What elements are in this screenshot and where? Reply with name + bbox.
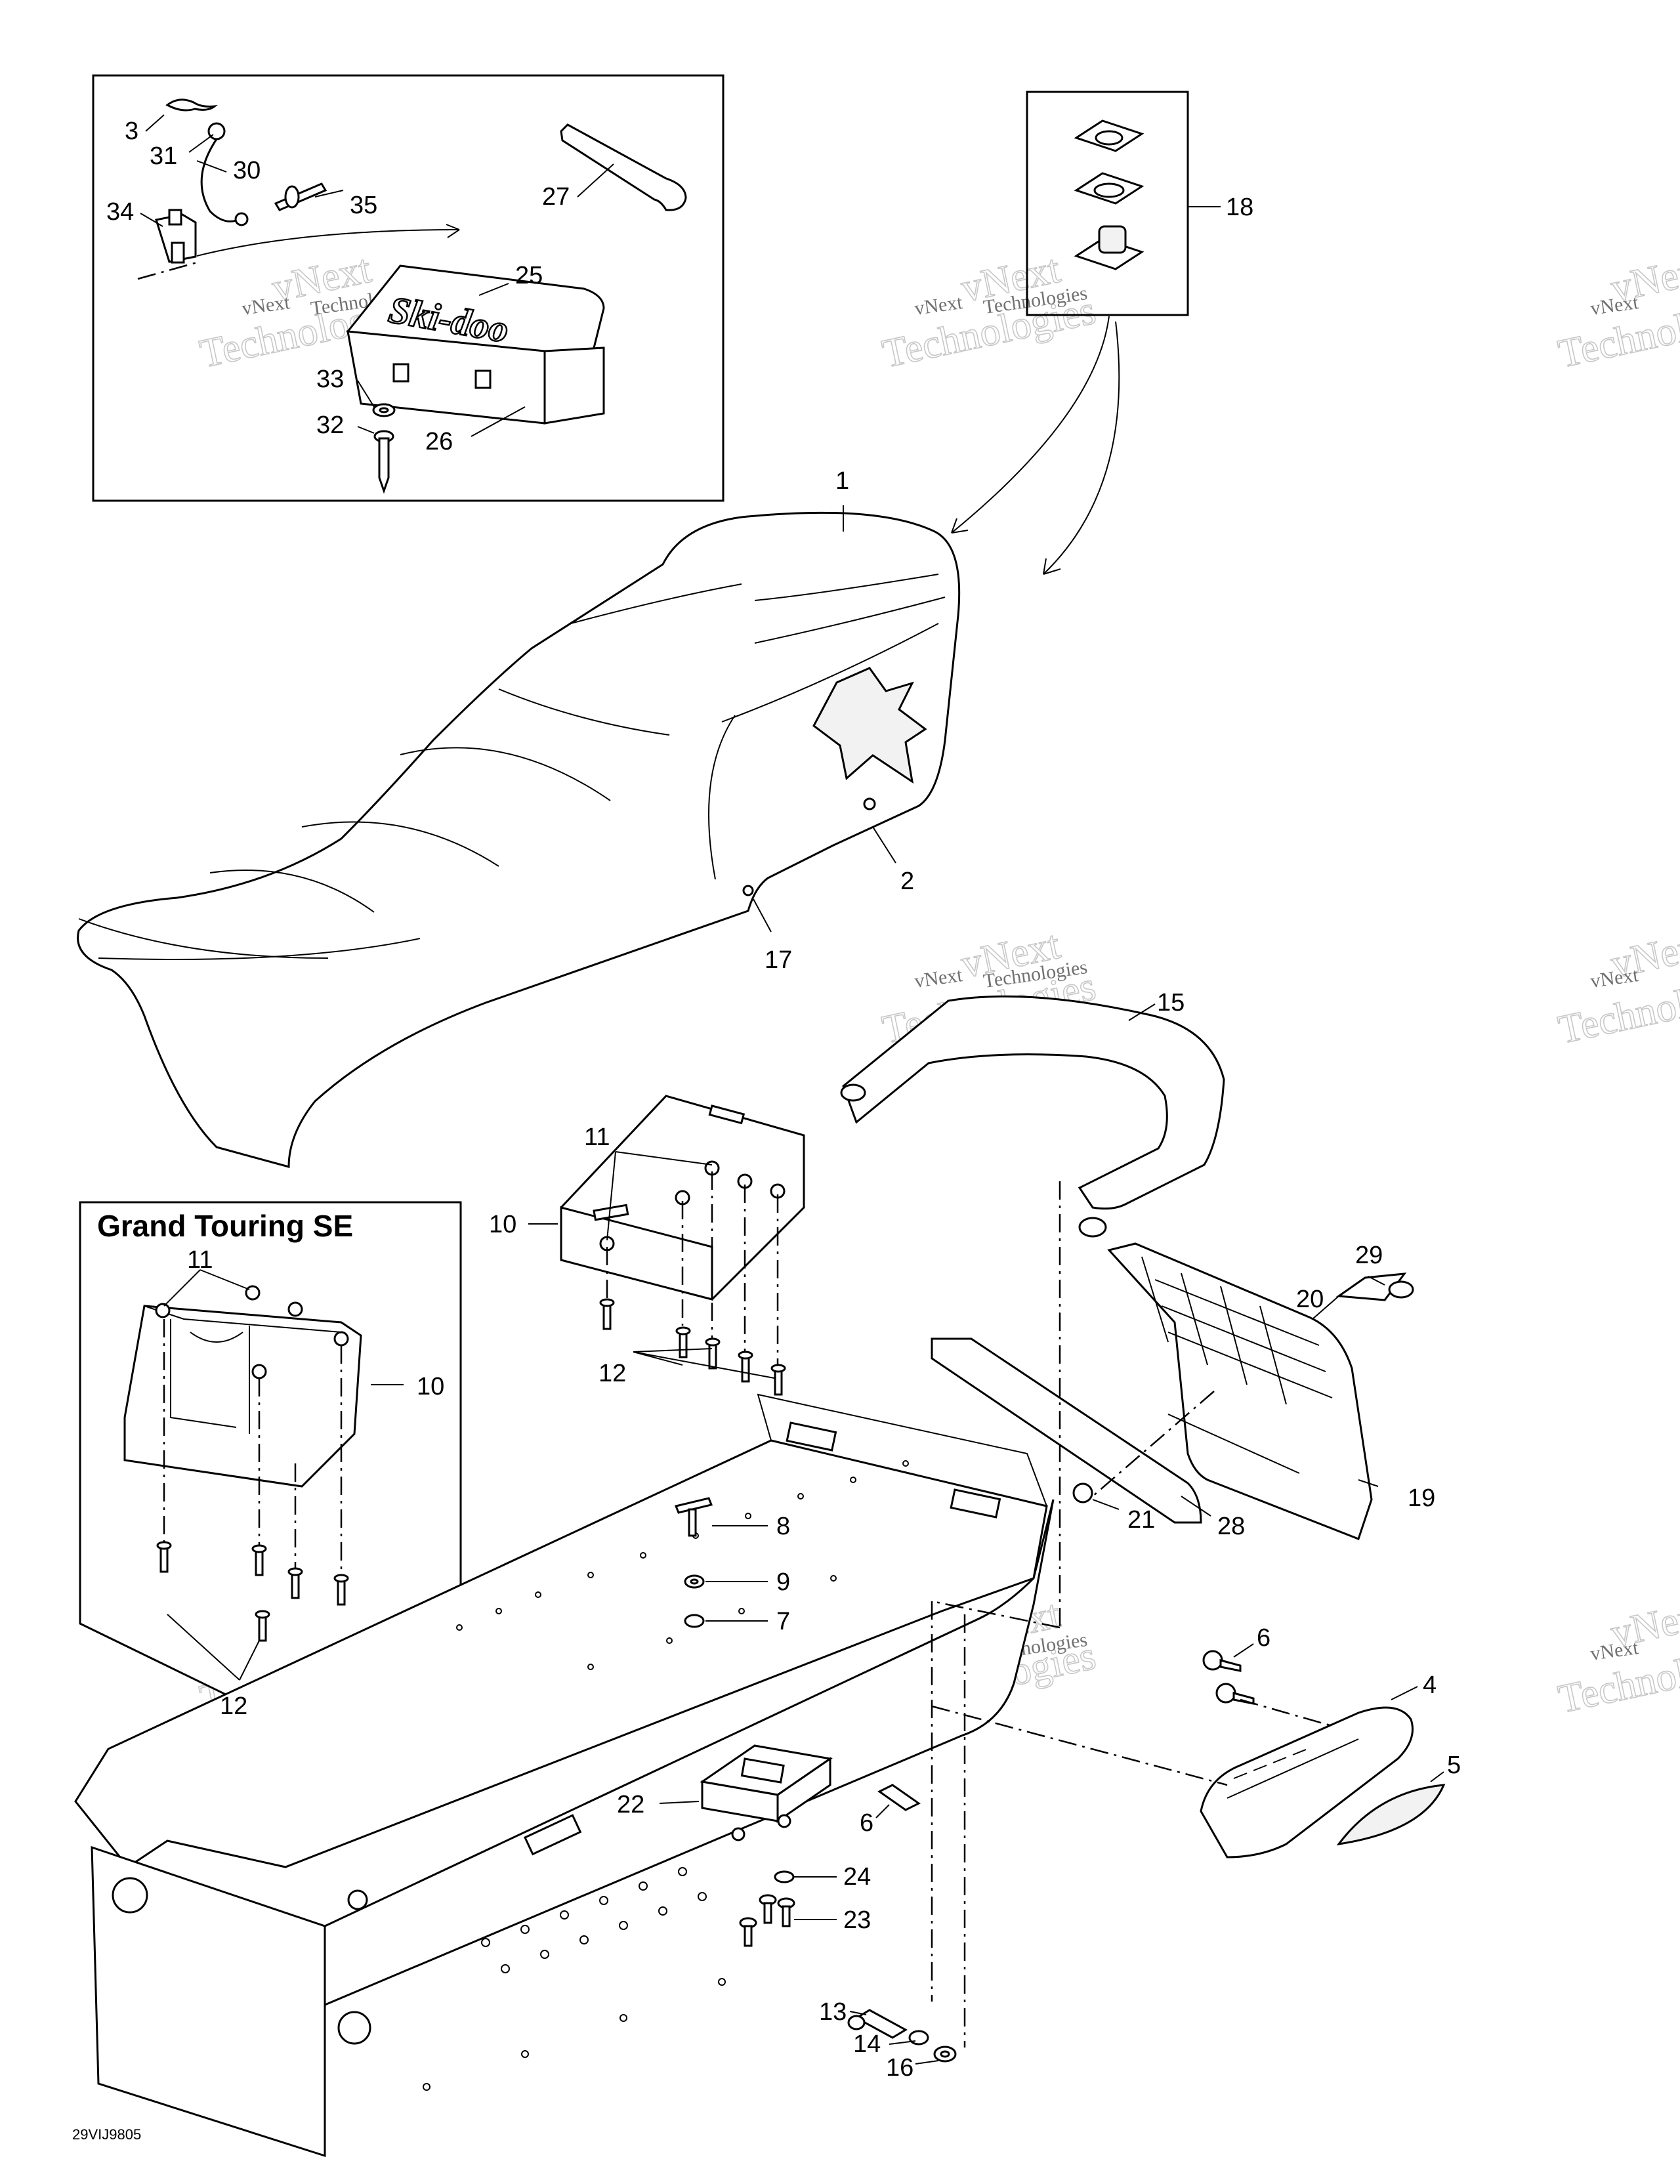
pin-part xyxy=(674,1497,768,1537)
callout-1: 1 xyxy=(835,467,849,495)
rivet-part xyxy=(599,1298,786,1396)
watermark: vNext Technologies vNext Technologies xyxy=(878,246,1100,377)
callout-35: 35 xyxy=(350,192,377,219)
svg-text:vNext: vNext xyxy=(1589,964,1640,992)
callout-12-gt: 12 xyxy=(220,1692,247,1720)
callout-2: 2 xyxy=(900,868,914,895)
svg-text:vNext: vNext xyxy=(1589,1637,1640,1665)
callout-8: 8 xyxy=(776,1513,790,1540)
bolt-part xyxy=(847,2009,957,2065)
callout-labels: 3 31 30 35 34 27 25 33 32 26 18 1 2 17 1… xyxy=(106,117,1461,2082)
callout-29: 29 xyxy=(1355,1242,1383,1269)
callout-7: 7 xyxy=(776,1608,790,1635)
callout-9: 9 xyxy=(776,1568,790,1596)
tunnel-holes xyxy=(423,1460,909,2091)
step-plate-part xyxy=(659,1744,833,1823)
callout-24: 24 xyxy=(843,1863,871,1891)
rivet-part xyxy=(274,182,327,211)
callout-10-gt: 10 xyxy=(417,1373,444,1400)
rear-flap-part xyxy=(1107,1242,1414,1540)
callout-6: 6 xyxy=(1257,1624,1270,1652)
callout-23: 23 xyxy=(843,1906,871,1934)
callout-6-lower: 6 xyxy=(860,1809,873,1837)
grab-handle-part xyxy=(840,995,1225,1238)
callout-16: 16 xyxy=(886,2054,914,2082)
callout-11-gt: 11 xyxy=(187,1246,213,1274)
callout-19: 19 xyxy=(1408,1484,1435,1512)
watermark: vNext Technologies vNext xyxy=(1554,922,1680,1053)
tool-kit-inset: Ski-doo xyxy=(92,74,724,502)
callout-18: 18 xyxy=(1226,194,1253,221)
callout-4: 4 xyxy=(1423,1671,1437,1699)
callout-27: 27 xyxy=(542,183,570,211)
toolbox-part: Ski-doo xyxy=(346,264,605,425)
grand-touring-se-inset: Grand Touring SE xyxy=(79,1201,462,1743)
tunnel-frame-part xyxy=(74,1393,1055,2158)
callout-15: 15 xyxy=(1157,989,1185,1017)
watermark: vNext Technologies vNext xyxy=(1554,1591,1680,1723)
callout-30: 30 xyxy=(233,157,261,184)
inset-frame xyxy=(1026,91,1189,316)
washer-part xyxy=(372,403,396,417)
callout-20: 20 xyxy=(1296,1286,1324,1313)
callout-17: 17 xyxy=(765,946,792,974)
callout-14: 14 xyxy=(853,2030,881,2058)
inset-title: Grand Touring SE xyxy=(97,1209,353,1243)
callout-34: 34 xyxy=(106,198,134,226)
callout-28: 28 xyxy=(1217,1513,1245,1540)
callout-11: 11 xyxy=(584,1124,610,1151)
safety-lanyard-part xyxy=(165,98,249,226)
callout-13: 13 xyxy=(819,1998,847,2026)
seat-part xyxy=(77,505,961,1168)
callout-22: 22 xyxy=(617,1791,644,1818)
callout-26: 26 xyxy=(425,428,453,455)
rack-part xyxy=(528,1095,805,1396)
callout-5: 5 xyxy=(1447,1752,1461,1779)
callout-3: 3 xyxy=(125,117,138,145)
callout-21: 21 xyxy=(1127,1506,1155,1534)
callout-12: 12 xyxy=(598,1360,626,1387)
footrest-part xyxy=(1200,1686,1418,1858)
nut-part xyxy=(684,1614,768,1628)
reinforcement-plate-part xyxy=(931,1337,1215,1524)
figure-code: 29VIJ9805 xyxy=(72,2126,141,2143)
inset-frame xyxy=(92,74,724,502)
screw-part xyxy=(373,430,394,494)
latch-kit-inset xyxy=(951,91,1221,575)
callout-32: 32 xyxy=(316,411,344,439)
callout-33: 33 xyxy=(316,366,344,393)
spanner-wrench-part xyxy=(560,123,687,211)
callout-31: 31 xyxy=(150,142,177,170)
screw-part xyxy=(731,1784,921,1947)
bracket-part xyxy=(137,209,198,280)
callout-10: 10 xyxy=(489,1211,516,1238)
washer-part xyxy=(684,1574,768,1589)
reflector-part xyxy=(1336,1771,1446,1846)
watermark: vNext Technologies vNext xyxy=(1554,246,1680,377)
svg-text:vNext: vNext xyxy=(913,964,964,992)
callout-25: 25 xyxy=(515,262,543,289)
screw-part xyxy=(931,1643,1333,1786)
svg-text:vNext: vNext xyxy=(913,291,964,320)
svg-text:vNext: vNext xyxy=(1589,291,1640,320)
